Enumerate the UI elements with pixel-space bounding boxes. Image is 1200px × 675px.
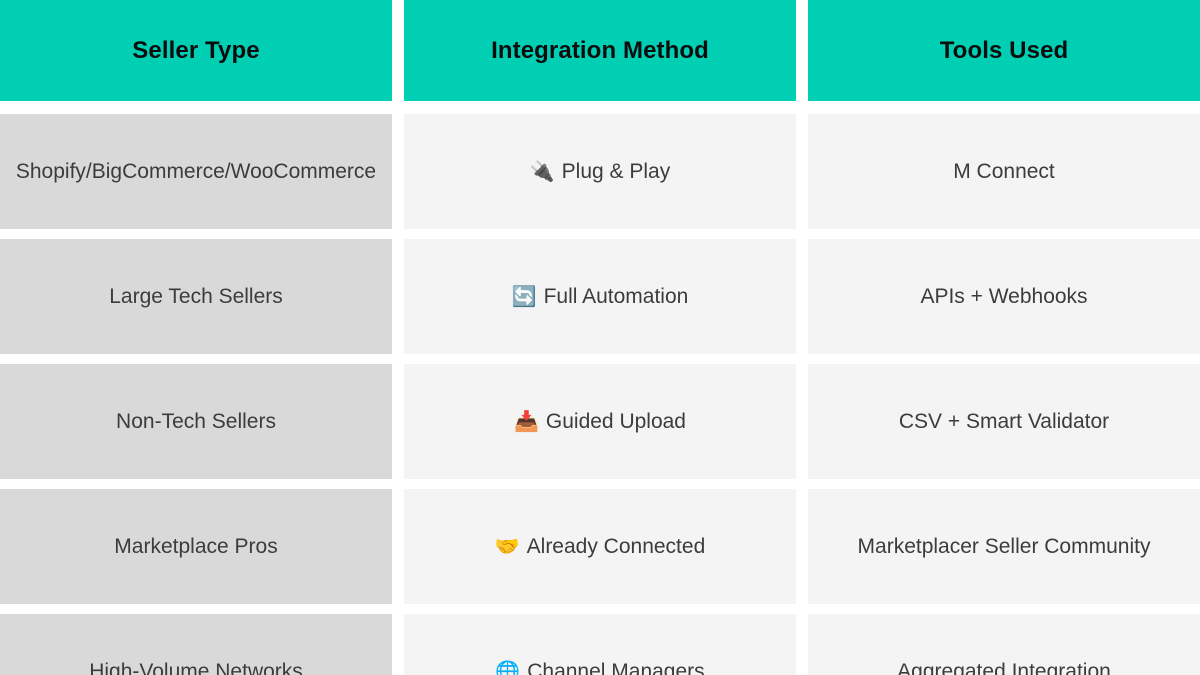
electric-plug-icon: 🔌	[529, 160, 555, 183]
row-gutter	[392, 354, 404, 364]
table-row: Shopify/BigCommerce/WooCommerce	[0, 114, 392, 229]
row-gutter	[808, 479, 1200, 489]
handshake-icon: 🤝	[494, 535, 520, 558]
table-row: Aggregated Integration	[808, 614, 1200, 675]
column-gutter	[796, 239, 808, 354]
column-header-integration-method: Integration Method	[404, 0, 796, 101]
column-header-label: Tools Used	[939, 36, 1069, 64]
table-row: Large Tech Sellers	[0, 239, 392, 354]
table-row: 📥 Guided Upload	[404, 364, 796, 479]
table-row: Marketplacer Seller Community	[808, 489, 1200, 604]
row-gutter	[404, 479, 796, 489]
table-row: 🔌 Plug & Play	[404, 114, 796, 229]
row-gutter	[808, 229, 1200, 239]
column-header-tools-used: Tools Used	[808, 0, 1200, 101]
integration-method-value: Channel Managers	[527, 659, 705, 675]
column-gutter	[392, 614, 404, 675]
tools-used-value: CSV + Smart Validator	[898, 409, 1110, 433]
row-gutter	[404, 229, 796, 239]
seller-type-value: High-Volume Networks	[89, 659, 303, 675]
table-row: Non-Tech Sellers	[0, 364, 392, 479]
integration-method-value: Guided Upload	[545, 409, 686, 433]
column-header-label: Integration Method	[491, 36, 709, 64]
column-gutter	[392, 0, 404, 101]
column-gutter	[392, 489, 404, 604]
seller-type-value: Large Tech Sellers	[109, 284, 283, 308]
column-gutter	[392, 114, 404, 229]
row-gutter	[796, 479, 808, 489]
row-gutter	[0, 101, 392, 114]
column-gutter	[796, 114, 808, 229]
row-gutter	[808, 101, 1200, 114]
row-gutter	[392, 229, 404, 239]
row-gutter	[392, 101, 404, 114]
table-row: CSV + Smart Validator	[808, 364, 1200, 479]
column-gutter	[796, 614, 808, 675]
table-row: 🤝 Already Connected	[404, 489, 796, 604]
row-gutter	[796, 101, 808, 114]
row-gutter	[404, 101, 796, 114]
table-row: High-Volume Networks	[0, 614, 392, 675]
column-header-seller-type: Seller Type	[0, 0, 392, 101]
row-gutter	[392, 604, 404, 614]
globe-with-meridians-icon: 🌐	[495, 660, 521, 675]
tools-used-value: Aggregated Integration	[897, 659, 1111, 675]
seller-type-value: Non-Tech Sellers	[116, 409, 276, 433]
row-gutter	[796, 354, 808, 364]
row-gutter	[404, 354, 796, 364]
column-gutter	[392, 364, 404, 479]
row-gutter	[0, 229, 392, 239]
table-row: 🔄 Full Automation	[404, 239, 796, 354]
counterclockwise-arrows-loop-icon: 🔄	[511, 285, 537, 308]
tools-used-value: APIs + Webhooks	[920, 284, 1088, 308]
table-row: 🌐 Channel Managers	[404, 614, 796, 675]
integration-method-value: Already Connected	[526, 534, 706, 558]
table-row: M Connect	[808, 114, 1200, 229]
seller-type-value: Marketplace Pros	[114, 534, 278, 558]
integration-method-value: Full Automation	[543, 284, 689, 308]
integration-method-value: Plug & Play	[561, 159, 671, 183]
row-gutter	[808, 354, 1200, 364]
inbox-tray-icon: 📥	[513, 410, 539, 433]
row-gutter	[0, 604, 392, 614]
table-row: Marketplace Pros	[0, 489, 392, 604]
column-gutter	[392, 239, 404, 354]
column-gutter	[796, 489, 808, 604]
row-gutter	[796, 229, 808, 239]
tools-used-value: Marketplacer Seller Community	[857, 534, 1151, 558]
row-gutter	[796, 604, 808, 614]
row-gutter	[392, 479, 404, 489]
column-gutter	[796, 364, 808, 479]
column-gutter	[796, 0, 808, 101]
seller-type-value: Shopify/BigCommerce/WooCommerce	[15, 159, 377, 183]
row-gutter	[404, 604, 796, 614]
table-row: APIs + Webhooks	[808, 239, 1200, 354]
row-gutter	[0, 479, 392, 489]
tools-used-value: M Connect	[953, 159, 1055, 183]
row-gutter	[0, 354, 392, 364]
row-gutter	[808, 604, 1200, 614]
column-header-label: Seller Type	[132, 36, 260, 64]
